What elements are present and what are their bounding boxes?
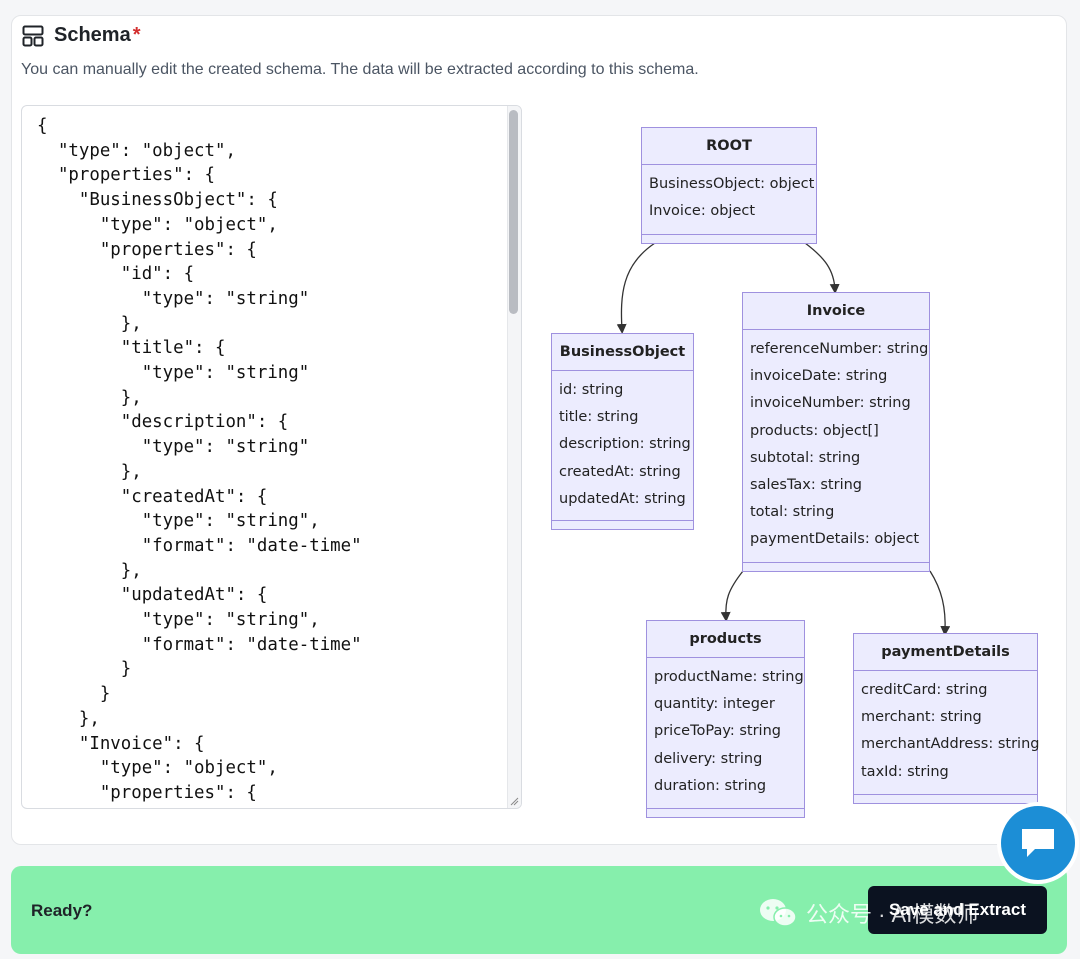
- chat-launcher[interactable]: [1001, 806, 1075, 880]
- node-field: products: object[]: [750, 422, 879, 439]
- node-field: taxId: string: [861, 763, 949, 780]
- schema-description: You can manually edit the created schema…: [21, 61, 699, 78]
- watermark: 公众号 · AI模数师: [758, 897, 978, 929]
- node-title: Invoice: [743, 293, 929, 330]
- wechat-icon: [760, 899, 797, 927]
- node-field: Invoice: object: [649, 203, 756, 220]
- diagram-node-invoice: Invoice referenceNumber: string invoiceD…: [742, 292, 930, 572]
- node-field: duration: string: [654, 777, 767, 794]
- layout-icon: [22, 25, 44, 46]
- node-field: referenceNumber: string: [750, 341, 929, 357]
- schema-header: Schema *: [22, 24, 141, 47]
- diagram-node-products: products productName: string quantity: i…: [646, 620, 805, 818]
- node-field: quantity: integer: [654, 696, 775, 713]
- node-field: subtotal: string: [750, 449, 861, 466]
- required-mark: *: [132, 24, 141, 46]
- node-field: BusinessObject: object: [649, 176, 815, 192]
- node-field: total: string: [750, 504, 835, 521]
- node-field: delivery: string: [654, 750, 763, 767]
- diagram-node-root: ROOT BusinessObject: object Invoice: obj…: [641, 127, 817, 244]
- schema-title: Schema: [54, 24, 131, 46]
- diagram-node-paymentdetails: paymentDetails creditCard: string mercha…: [853, 633, 1040, 804]
- node-field: updatedAt: string: [559, 490, 686, 507]
- resize-handle-icon[interactable]: [509, 796, 519, 806]
- save-and-extract-button[interactable]: Save and Extract: [868, 886, 1047, 934]
- node-field: title: string: [559, 409, 639, 426]
- node-field: salesTax: string: [750, 476, 862, 493]
- diagram-node-businessobject: BusinessObject id: string title: string …: [551, 333, 694, 530]
- node-field: productName: string: [654, 669, 804, 685]
- node-field: priceToPay: string: [654, 723, 781, 740]
- node-field: paymentDetails: object: [750, 531, 920, 548]
- editor-scroll-thumb[interactable]: [509, 110, 518, 314]
- node-title: BusinessObject: [552, 334, 693, 371]
- node-field: invoiceDate: string: [750, 368, 888, 385]
- ready-label: Ready?: [31, 901, 93, 920]
- node-title: ROOT: [642, 128, 816, 165]
- node-title: products: [647, 621, 804, 658]
- node-field: merchantAddress: string: [861, 736, 1040, 753]
- node-field: merchant: string: [861, 709, 982, 726]
- node-field: description: string: [559, 436, 691, 453]
- node-field: invoiceNumber: string: [750, 395, 911, 412]
- chat-bubble-icon: [1022, 829, 1054, 857]
- node-field: createdAt: string: [559, 463, 681, 480]
- watermark-text: 公众号 · AI模数师: [806, 902, 979, 927]
- ready-bar: Ready? Save and Extract: [11, 866, 1067, 954]
- node-title: paymentDetails: [854, 634, 1037, 671]
- schema-editor[interactable]: { "type": "object", "properties": { "Bus…: [21, 105, 522, 809]
- schema-code[interactable]: { "type": "object", "properties": { "Bus…: [37, 116, 362, 803]
- node-field: id: string: [559, 382, 624, 398]
- node-field: creditCard: string: [861, 682, 988, 698]
- editor-scrollbar[interactable]: [507, 106, 521, 808]
